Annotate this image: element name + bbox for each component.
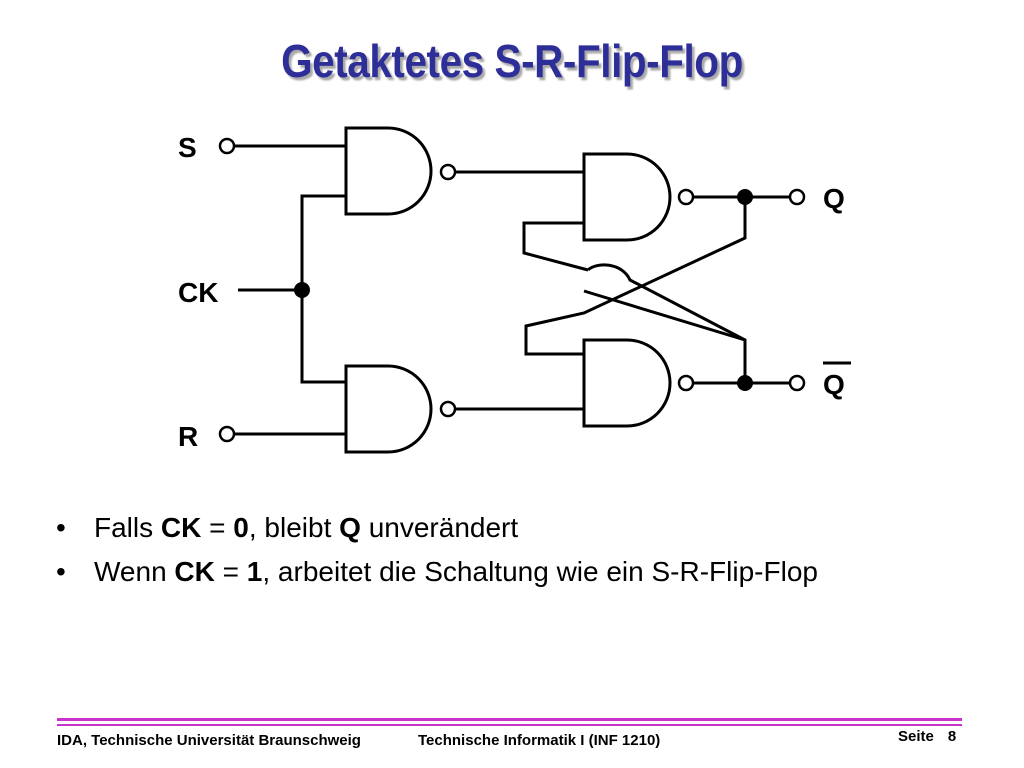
footer-rule-top (57, 718, 962, 721)
s-terminal (218, 137, 236, 155)
nand-gate-s-inverter (439, 163, 457, 181)
nand-gate-r (344, 364, 433, 454)
footer-rule-bottom (57, 724, 962, 726)
bullet-item: •Falls CK = 0, bleibt Q unverändert (56, 512, 519, 543)
q-label: Q (823, 183, 845, 214)
q-junction-dot (737, 189, 753, 205)
sr-flip-flop-circuit: S CK R Q Q (178, 126, 851, 454)
ck-junction-dot (294, 282, 310, 298)
bullet-list: •Falls CK = 0, bleibt Q unverändert •Wen… (52, 506, 818, 594)
footer-course: Technische Informatik I (INF 1210) (418, 732, 661, 749)
nand-gate-q-inverter (677, 188, 695, 206)
qbar-label: Q (823, 369, 845, 400)
page-label: Seite (898, 728, 934, 745)
nand-gate-q (582, 152, 672, 242)
s-label: S (178, 132, 197, 163)
r-label: R (178, 421, 198, 452)
q-terminal (788, 188, 806, 206)
nand-gate-qbar-inverter (677, 374, 695, 392)
qbar-terminal (788, 374, 806, 392)
nand-gate-s (344, 126, 433, 216)
footer-institution: IDA, Technische Universität Braunschweig (57, 732, 361, 749)
slide-title: Getaktetes S-R-Flip-Flop (281, 35, 743, 87)
qbar-junction-dot (737, 375, 753, 391)
footer-page: Seite 8 (898, 728, 956, 745)
nand-gate-r-inverter (439, 400, 457, 418)
wires (234, 144, 790, 436)
nand-gate-qbar (582, 338, 672, 428)
ck-label: CK (178, 277, 218, 308)
r-terminal (218, 425, 236, 443)
page-number: 8 (947, 728, 957, 745)
bullet-item: •Wenn CK = 1, arbeitet die Schaltung wie… (56, 556, 818, 587)
